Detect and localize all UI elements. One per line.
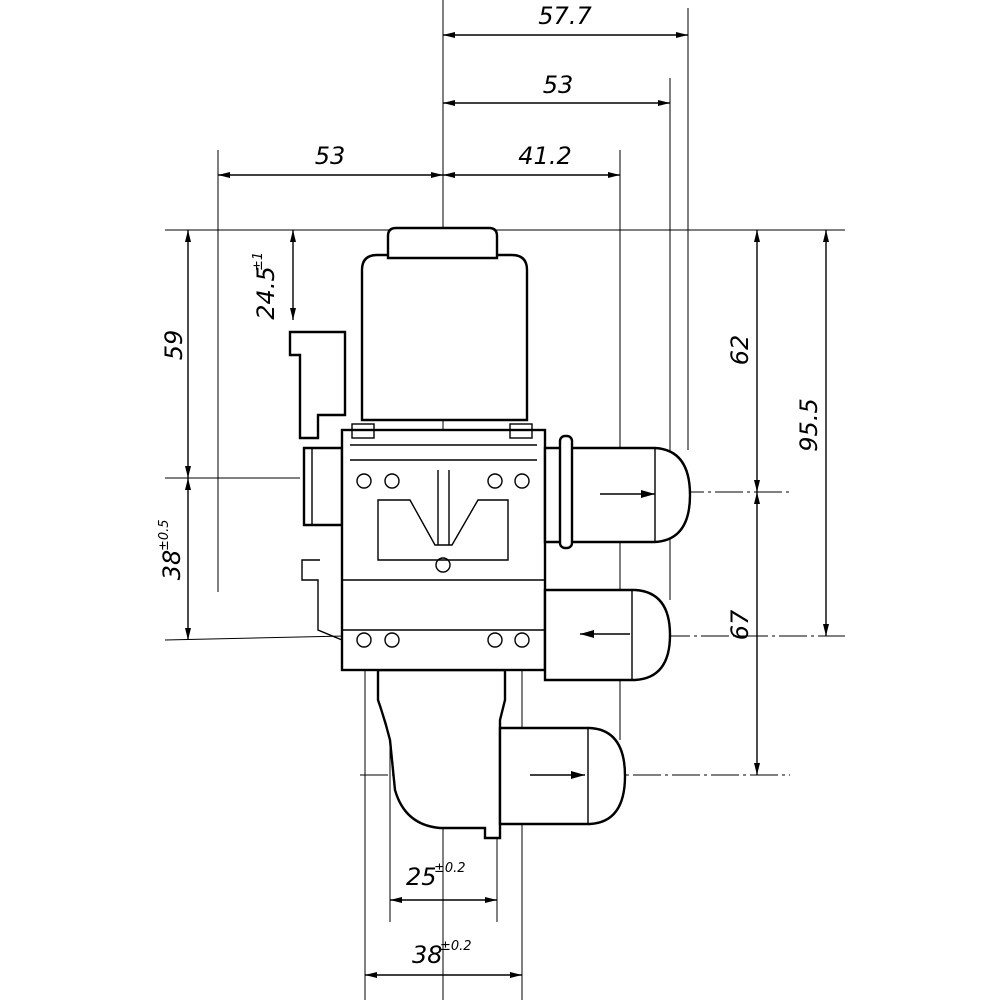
dimension-lines bbox=[185, 32, 829, 978]
dimension-labels: 57.7 53 53 41.2 59 24.5 ±1 38 ±0.5 62 95… bbox=[157, 2, 823, 969]
dim-38-horizontal: 38 bbox=[412, 941, 443, 969]
dim-57-7: 57.7 bbox=[538, 2, 592, 30]
upper-pipe bbox=[543, 446, 692, 544]
dim-67: 67 bbox=[726, 609, 754, 640]
dim-62: 62 bbox=[726, 335, 754, 366]
bottom-outlet-housing bbox=[376, 668, 507, 840]
motor-cap bbox=[386, 226, 499, 260]
dim-95-5: 95.5 bbox=[795, 398, 823, 451]
dim-25: 25 bbox=[406, 863, 437, 891]
electrical-connector bbox=[288, 330, 347, 440]
dim-38-vertical-tolerance: ±0.5 bbox=[157, 519, 172, 551]
lower-pipe bbox=[498, 726, 627, 826]
dim-24-5-tolerance: ±1 bbox=[251, 252, 266, 271]
dim-25-tolerance: ±0.2 bbox=[434, 861, 466, 876]
mounting-holes bbox=[351, 423, 533, 648]
dim-53-right: 53 bbox=[543, 71, 574, 99]
dim-38-vertical: 38 bbox=[158, 550, 186, 581]
middle-pipe bbox=[543, 588, 672, 682]
dim-59: 59 bbox=[160, 330, 188, 361]
dim-53-left: 53 bbox=[315, 142, 346, 170]
valve-body bbox=[288, 226, 692, 840]
motor-housing bbox=[360, 253, 529, 422]
dim-38-horizontal-tolerance: ±0.2 bbox=[440, 939, 472, 954]
dim-24-5: 24.5 bbox=[252, 266, 280, 319]
dim-41-2: 41.2 bbox=[518, 142, 571, 170]
valve-block bbox=[340, 428, 547, 672]
